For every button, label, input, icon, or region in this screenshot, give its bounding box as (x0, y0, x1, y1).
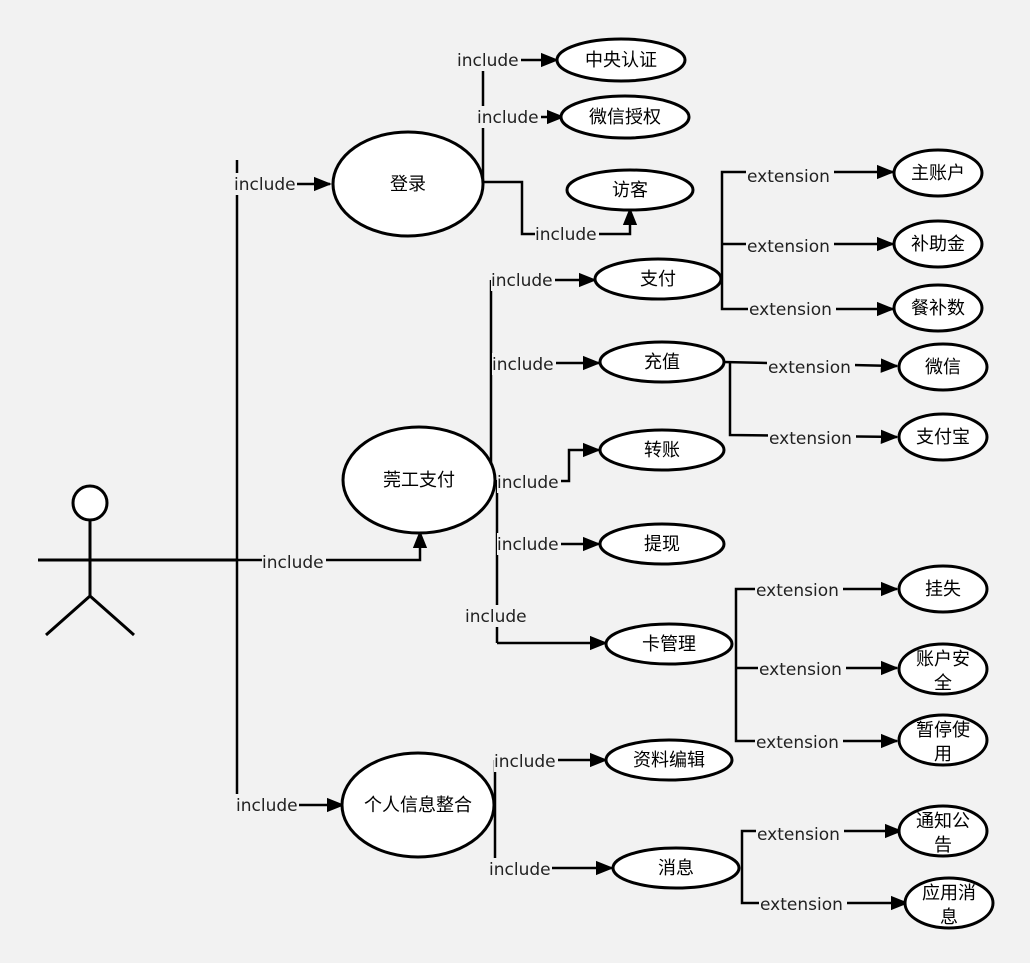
use-case-profile-edit[interactable]: 资料编辑 (604, 738, 734, 782)
svg-text:支付宝: 支付宝 (916, 427, 970, 448)
use-case-suspend-use[interactable]: 暂停使 用 (897, 713, 989, 767)
edge-label-include: include (497, 473, 559, 493)
svg-text:暂停使: 暂停使 (916, 720, 970, 741)
edge-label-include: include (491, 271, 553, 291)
edge-label-extension: extension (749, 300, 832, 320)
edge-label-extension: extension (757, 825, 840, 845)
svg-text:资料编辑: 资料编辑 (633, 750, 705, 771)
use-case-central-auth[interactable]: 中央认证 (555, 37, 687, 83)
edge-labels: include include include include include … (233, 49, 856, 915)
use-case-card-management[interactable]: 卡管理 (604, 622, 734, 666)
use-case-main-account[interactable]: 主账户 (892, 148, 984, 198)
svg-text:消息: 消息 (658, 858, 694, 879)
edge-label-include: include (234, 175, 296, 195)
svg-text:全: 全 (934, 673, 952, 694)
edge-label-include: include (494, 752, 556, 772)
use-case-dgut-pay[interactable]: 莞工支付 (341, 425, 497, 535)
edge-label-extension: extension (756, 581, 839, 601)
edge-label-extension: extension (747, 167, 830, 187)
use-case-wechat-auth[interactable]: 微信授权 (559, 94, 691, 140)
use-case-account-security[interactable]: 账户安 全 (897, 642, 989, 696)
svg-text:用: 用 (934, 744, 952, 765)
use-case-notice[interactable]: 通知公 告 (897, 804, 989, 858)
edge-label-extension: extension (769, 429, 852, 449)
use-case-subsidy[interactable]: 补助金 (892, 219, 984, 269)
svg-text:挂失: 挂失 (925, 579, 961, 600)
edge-label-include: include (465, 607, 527, 627)
svg-text:充值: 充值 (644, 352, 680, 373)
svg-text:通知公: 通知公 (916, 811, 970, 832)
edge-login-visitor (483, 180, 638, 236)
edge-label-include: include (535, 225, 597, 245)
edge-label-extension: extension (768, 358, 851, 378)
svg-text:主账户: 主账户 (911, 163, 965, 184)
svg-text:账户安: 账户安 (916, 649, 970, 670)
edge-label-extension: extension (756, 733, 839, 753)
edge-label-extension: extension (760, 895, 843, 915)
use-case-transfer[interactable]: 转账 (598, 428, 726, 472)
edge-label-extension: extension (759, 660, 842, 680)
edge-label-extension: extension (747, 237, 830, 257)
use-case-recharge[interactable]: 充值 (598, 340, 726, 384)
svg-text:提现: 提现 (644, 534, 680, 555)
actor-stick-figure (38, 484, 237, 637)
use-case-login[interactable]: 登录 (331, 130, 485, 238)
svg-text:告: 告 (934, 835, 952, 856)
svg-text:卡管理: 卡管理 (642, 634, 696, 655)
svg-text:息: 息 (940, 907, 958, 928)
svg-text:微信: 微信 (925, 357, 961, 378)
svg-text:个人信息整合: 个人信息整合 (364, 795, 472, 816)
svg-text:餐补数: 餐补数 (911, 298, 965, 319)
use-case-pay[interactable]: 支付 (593, 257, 723, 301)
edge-label-include: include (489, 860, 551, 880)
use-case-personal-info[interactable]: 个人信息整合 (340, 751, 496, 859)
svg-text:中央认证: 中央认证 (585, 50, 657, 71)
use-case-withdraw[interactable]: 提现 (598, 522, 726, 566)
use-case-report-loss[interactable]: 挂失 (897, 564, 989, 614)
edge-label-include: include (477, 108, 539, 128)
edge-label-include: include (497, 535, 559, 555)
svg-text:莞工支付: 莞工支付 (383, 470, 455, 491)
use-case-visitor[interactable]: 访客 (565, 168, 695, 212)
edge-label-include: include (236, 796, 298, 816)
svg-text:访客: 访客 (612, 180, 648, 201)
svg-text:支付: 支付 (640, 269, 676, 290)
edge-label-include: include (492, 355, 554, 375)
svg-text:登录: 登录 (390, 174, 426, 195)
use-case-app-message[interactable]: 应用消 息 (903, 876, 995, 930)
use-case-meal-count[interactable]: 餐补数 (892, 283, 984, 333)
edge-label-include: include (457, 51, 519, 71)
svg-text:转账: 转账 (644, 440, 680, 461)
svg-text:补助金: 补助金 (911, 234, 965, 255)
svg-text:微信授权: 微信授权 (589, 107, 661, 128)
svg-text:应用消: 应用消 (922, 883, 976, 904)
edge-label-include: include (262, 553, 324, 573)
use-case-message[interactable]: 消息 (611, 846, 741, 890)
use-case-alipay[interactable]: 支付宝 (897, 412, 989, 462)
use-case-wechat[interactable]: 微信 (897, 342, 989, 392)
